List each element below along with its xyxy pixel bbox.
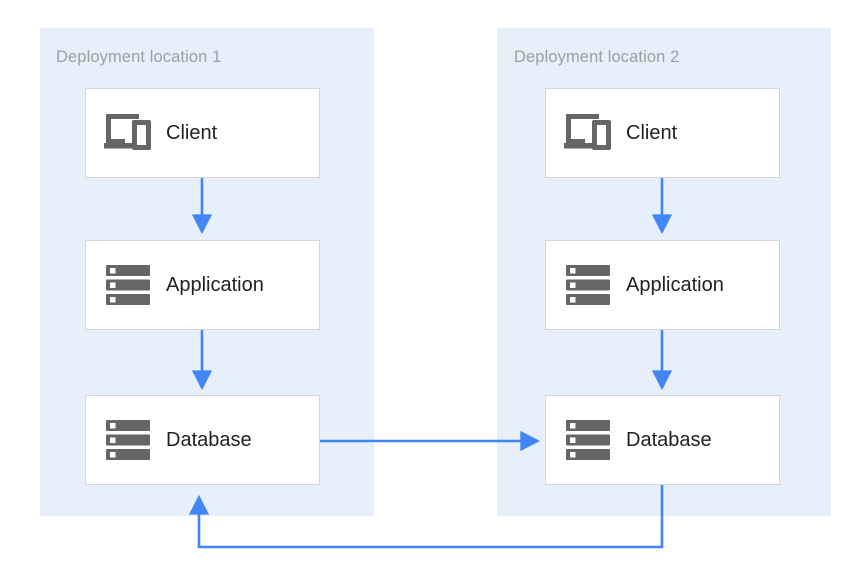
- node-database-1-label: Database: [166, 428, 252, 451]
- node-application-2-label: Application: [626, 273, 724, 296]
- node-client-1[interactable]: Client: [85, 88, 320, 178]
- node-client-2-label: Client: [626, 121, 678, 144]
- node-application-1-label: Application: [166, 273, 264, 296]
- server-stack-icon: [100, 258, 156, 312]
- node-database-2[interactable]: Database: [545, 395, 780, 485]
- node-database-1[interactable]: Database: [85, 395, 320, 485]
- node-client-1-label: Client: [166, 121, 218, 144]
- client-devices-icon: [560, 106, 616, 160]
- server-stack-icon: [560, 258, 616, 312]
- node-application-1[interactable]: Application: [85, 240, 320, 330]
- node-client-2[interactable]: Client: [545, 88, 780, 178]
- server-stack-icon: [560, 413, 616, 467]
- client-devices-icon: [100, 106, 156, 160]
- node-application-2[interactable]: Application: [545, 240, 780, 330]
- deployment-zone-1-label: Deployment location 1: [56, 48, 222, 66]
- deployment-zone-2-label: Deployment location 2: [514, 48, 680, 66]
- node-database-2-label: Database: [626, 428, 712, 451]
- server-stack-icon: [100, 413, 156, 467]
